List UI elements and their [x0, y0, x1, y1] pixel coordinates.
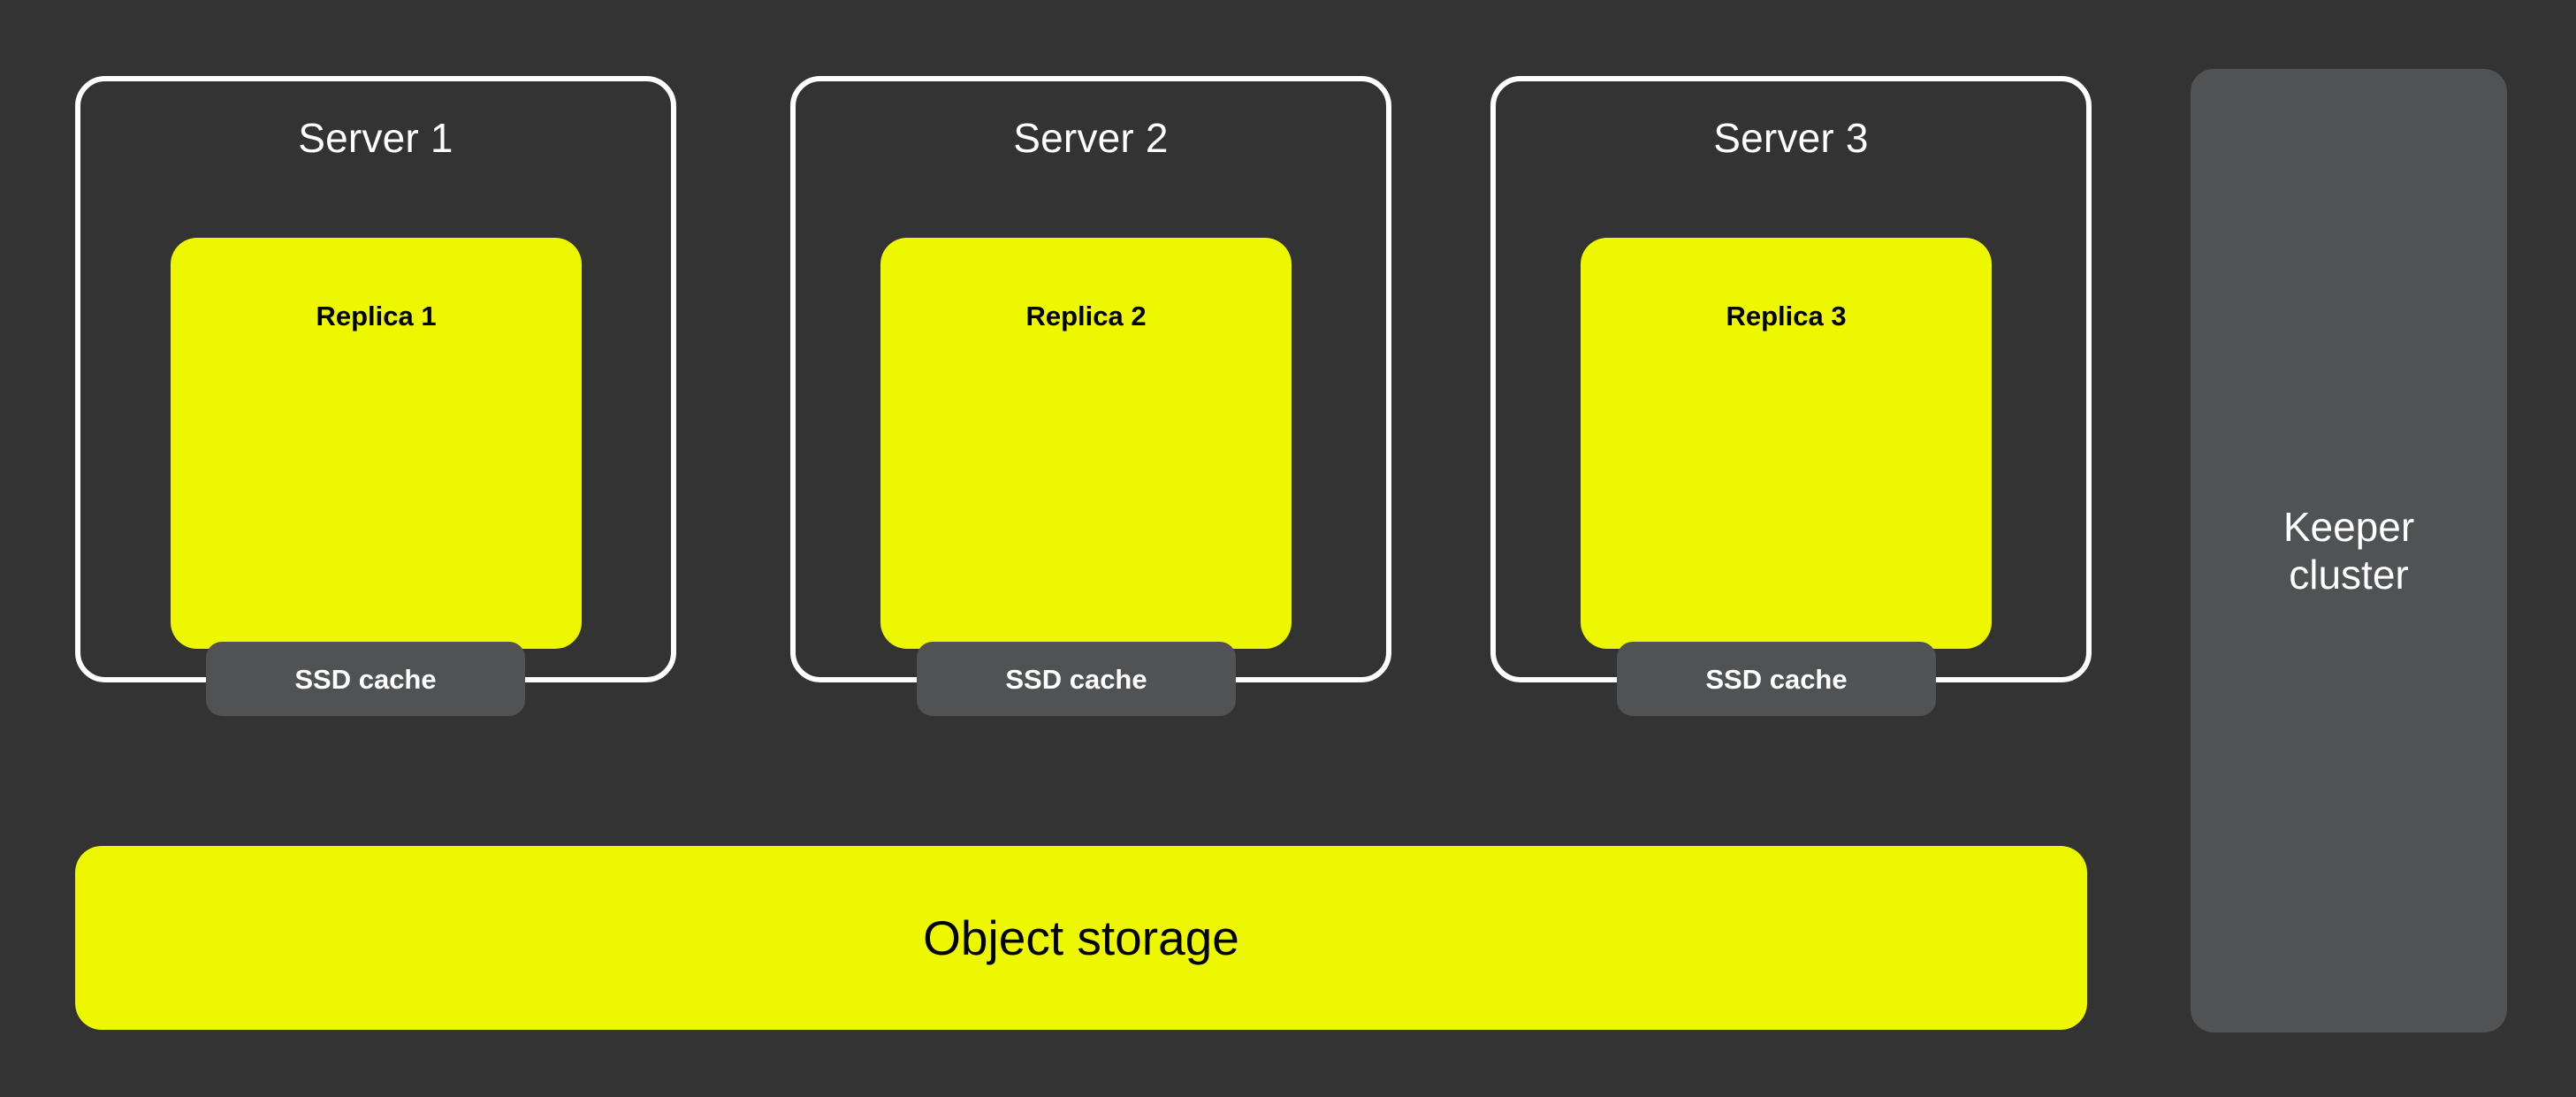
object-storage-label: Object storage [923, 910, 1239, 965]
replica-label-2: Replica 2 [1025, 301, 1147, 331]
replica-box-3[interactable] [1581, 238, 1992, 649]
replica-box-1[interactable] [171, 238, 582, 649]
ssd-cache-label-1: SSD cache [294, 663, 437, 695]
ssd-cache-box-1[interactable]: SSD cache [206, 642, 525, 716]
server-title-2: Server 2 [1013, 115, 1169, 161]
replica-box-2[interactable] [880, 238, 1292, 649]
replica-label-1: Replica 1 [316, 301, 437, 331]
ssd-cache-label-3: SSD cache [1705, 663, 1848, 695]
ssd-cache-box-3[interactable]: SSD cache [1617, 642, 1936, 716]
server-title-1: Server 1 [298, 115, 453, 161]
keeper-cluster-box[interactable]: Keeper cluster [2191, 69, 2507, 1032]
replica-label-3: Replica 3 [1726, 301, 1847, 331]
keeper-cluster-label: Keeper cluster [2283, 503, 2415, 598]
server-title-3: Server 3 [1713, 115, 1869, 161]
ssd-cache-box-2[interactable]: SSD cache [917, 642, 1236, 716]
object-storage-box[interactable]: Object storage [75, 846, 2087, 1030]
ssd-cache-label-2: SSD cache [1005, 663, 1147, 695]
